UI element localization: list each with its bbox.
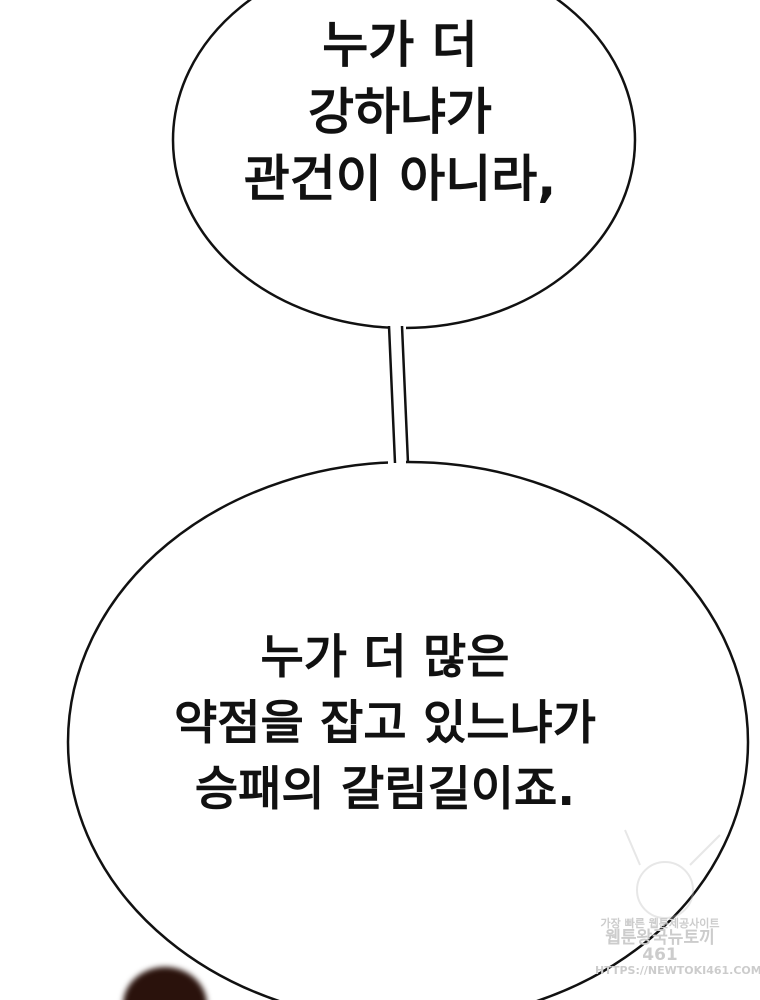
watermark-line: HTTPS://NEWTOKI461.COM <box>595 964 760 978</box>
character-hair <box>123 967 207 1000</box>
bubble-connector <box>387 325 410 464</box>
dialogue-line: 강하냐가 <box>308 83 492 141</box>
dialogue-line: 누가 더 <box>322 16 478 74</box>
watermark-line: 웹툰왕국뉴토끼461 <box>605 927 715 966</box>
dialogue-line: 약점을 잡고 있느냐가 <box>174 696 596 751</box>
watermark-line: 가장 빠른 웹툰제공사이트 <box>600 917 720 930</box>
dialogue-line: 관건이 아니라, <box>243 150 557 208</box>
dialogue-line: 누가 더 많은 <box>260 630 510 685</box>
dialogue-line: 승패의 갈림길이죠. <box>194 762 576 817</box>
watermark: 가장 빠른 웹툰제공사이트 웹툰왕국뉴토끼461 HTTPS://NEWTOKI… <box>595 917 760 978</box>
watermark-mascot <box>624 829 721 919</box>
